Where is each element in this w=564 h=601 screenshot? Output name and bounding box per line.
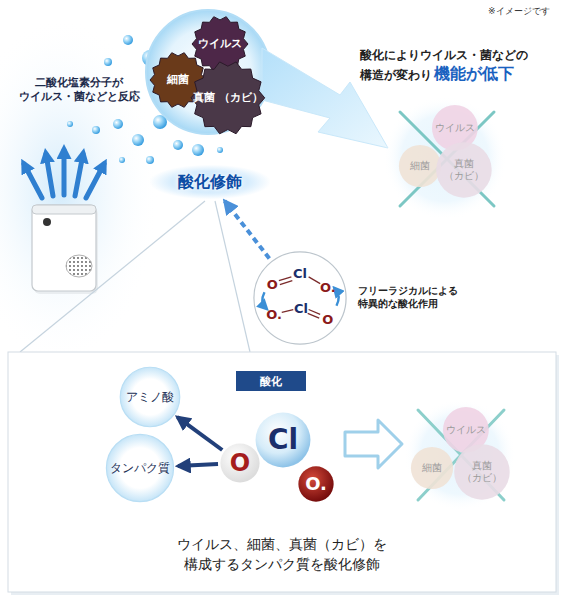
radical-oxygen-ball: O. (298, 466, 334, 502)
emission-arrow (46, 154, 53, 196)
node-text: ウイルス (435, 122, 475, 134)
fungus-blob: 真菌 （カビ） (191, 61, 265, 135)
result-text: 構造が変わり (360, 68, 432, 84)
band-fill (236, 371, 306, 391)
device-grille (66, 255, 92, 277)
node-text: 真菌 （カビ） (193, 91, 263, 104)
emission-arrow (86, 164, 104, 198)
detail-panel (8, 352, 556, 592)
node-text: 真菌 （カビ） (453, 460, 511, 484)
node-text: O. (305, 475, 327, 493)
reaction-arrow (177, 417, 222, 450)
device-cap (32, 205, 96, 214)
radical-note: フリーラジカルによる 特異的な酸化作用 (358, 284, 466, 310)
zoom-line (20, 201, 205, 352)
inactive-bacteria: 細菌 (410, 446, 454, 490)
atom-symbol: O. (266, 307, 282, 323)
bubble (146, 156, 154, 164)
bond-line (309, 277, 321, 284)
bubble (132, 134, 144, 146)
emission-arrow (62, 150, 67, 195)
bubble (173, 140, 183, 150)
node-text: 酸化 (260, 376, 282, 387)
atom-symbol: Cl (294, 301, 308, 317)
bubble (67, 121, 73, 127)
bubble (92, 126, 100, 134)
purifier-device (32, 205, 98, 294)
device-body (32, 205, 96, 291)
device-logo (43, 218, 51, 226)
result-emphasis: 機能が低下 (434, 64, 514, 85)
node-text: 細菌 (410, 160, 430, 172)
node-text: タンパク質 (110, 461, 170, 475)
detail-panel: ウイルス、細菌、真菌（カビ）を 構成するタンパク質を酸化修飾 酸化アミノ酸タンパク… (8, 352, 556, 592)
faded-circle (399, 145, 441, 187)
ring-circle (106, 434, 173, 501)
node-text: O (230, 451, 250, 475)
result-glow (383, 96, 507, 220)
node-text: ウイルス (446, 424, 486, 436)
node-text: 酸化修飾 (178, 172, 242, 191)
inactive-bacteria: 細菌 (398, 144, 442, 188)
bubble (104, 58, 112, 66)
note-text: ※イメージです (488, 6, 550, 18)
inactive-fungus: 真菌 （カビ） (435, 141, 493, 199)
header-band: 酸化 (236, 371, 306, 391)
bubble (119, 157, 125, 163)
ring-circle (120, 367, 180, 427)
node-text: 細菌 (167, 73, 189, 86)
bubble (192, 144, 204, 156)
inactive-fungus: 真菌 （カビ） (453, 443, 511, 501)
protein-circle: タンパク質 (105, 433, 175, 503)
bubble (113, 119, 123, 129)
zoom-lines (20, 201, 250, 352)
bond-line (308, 313, 320, 318)
atom-ball (256, 413, 311, 468)
result-glow (404, 399, 516, 511)
background-glow (0, 15, 160, 365)
node-text: 細菌 (422, 462, 442, 474)
atom-symbol: O (267, 277, 278, 293)
oxidation-glow: 酸化修飾 (150, 165, 270, 199)
panel-caption: ウイルス、細菌、真菌（カビ）を 構成するタンパク質を酸化修飾 (166, 534, 398, 575)
node-text: 真菌 （カビ） (435, 158, 493, 182)
bond-line (282, 310, 294, 313)
atom-ball (298, 466, 333, 501)
result-arrow (262, 48, 388, 148)
node-text: ウイルス (198, 37, 242, 50)
bond-line (309, 310, 321, 315)
amino-acid-circle: アミノ酸 (119, 366, 181, 428)
bond-line (280, 281, 292, 285)
molecule-circle-shape (252, 250, 348, 346)
atom-ball (220, 443, 259, 482)
radical-arrow (262, 292, 265, 307)
molecule-outline (254, 252, 346, 344)
oxygen-ball: O (220, 443, 260, 483)
chlorine-ball: Cl (255, 412, 311, 468)
radical-arrow (336, 289, 339, 305)
reaction-arrow (178, 464, 218, 466)
atom-symbol: O. (320, 281, 336, 297)
molecule-circle: OClO.O.ClO (252, 250, 348, 346)
spiky-outline (191, 62, 265, 134)
bubble (217, 147, 223, 153)
node-text: アミノ酸 (126, 390, 174, 404)
faded-circle (411, 447, 453, 489)
bubble (123, 35, 133, 45)
node-text: Cl (268, 426, 298, 454)
emission-arrow (75, 154, 83, 196)
emission-arrow (24, 164, 42, 198)
dashed-arrow (225, 201, 270, 259)
atom-symbol: O (322, 312, 333, 328)
result-arrow (345, 420, 402, 468)
atom-symbol: Cl (293, 266, 307, 282)
reaction-bubble (146, 10, 270, 134)
emission-arrows (24, 150, 104, 198)
result-text: 酸化によりウイルス・菌などの (360, 48, 528, 64)
callout-text: 二酸化塩素分子が ウイルス・菌などと反応 (16, 76, 142, 105)
bond-line (279, 277, 291, 281)
